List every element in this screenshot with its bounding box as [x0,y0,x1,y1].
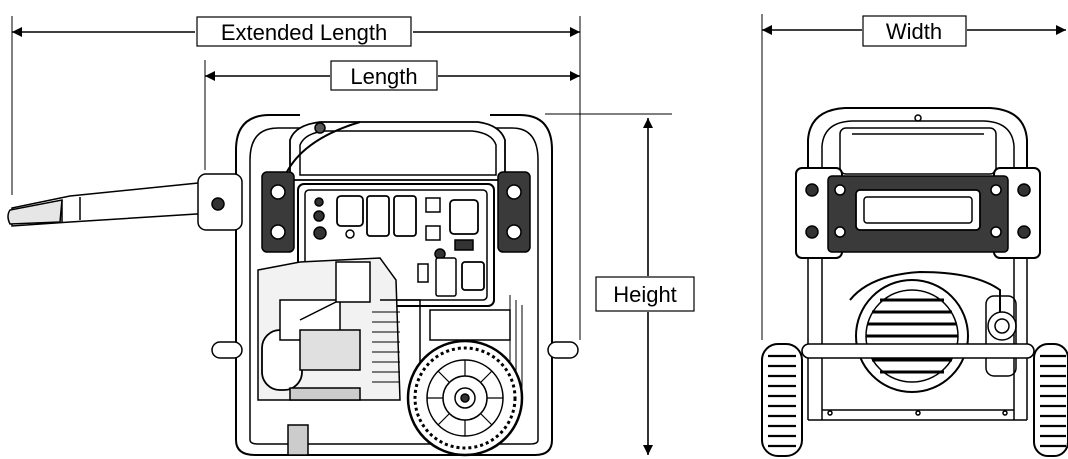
front-left-wheel [761,343,803,457]
length-label: Length [350,64,417,89]
dimension-width: Width [761,14,1066,340]
extended-length-label-box [196,16,412,47]
length-label-box [330,60,438,91]
extended-handle [7,179,229,227]
dimension-height: Height [545,113,695,455]
width-label: Width [886,19,942,44]
height-label-box [595,276,695,312]
front-right-wheel [1033,343,1068,457]
axle-bar [801,343,1035,359]
frame [211,114,579,456]
fuel-tank [283,121,506,181]
height-label: Height [613,282,677,307]
width-label-box [862,15,967,47]
dimension-length: Length [204,60,580,170]
generator-front-view [761,107,1068,457]
extended-length-label: Extended Length [221,20,387,45]
alternator [849,270,1017,393]
frame-brackets [197,171,531,253]
generator-side-view [7,114,579,457]
dimension-extended-length: Extended Length [11,16,581,340]
front-frame [795,107,1041,421]
side-wheel [406,339,524,457]
